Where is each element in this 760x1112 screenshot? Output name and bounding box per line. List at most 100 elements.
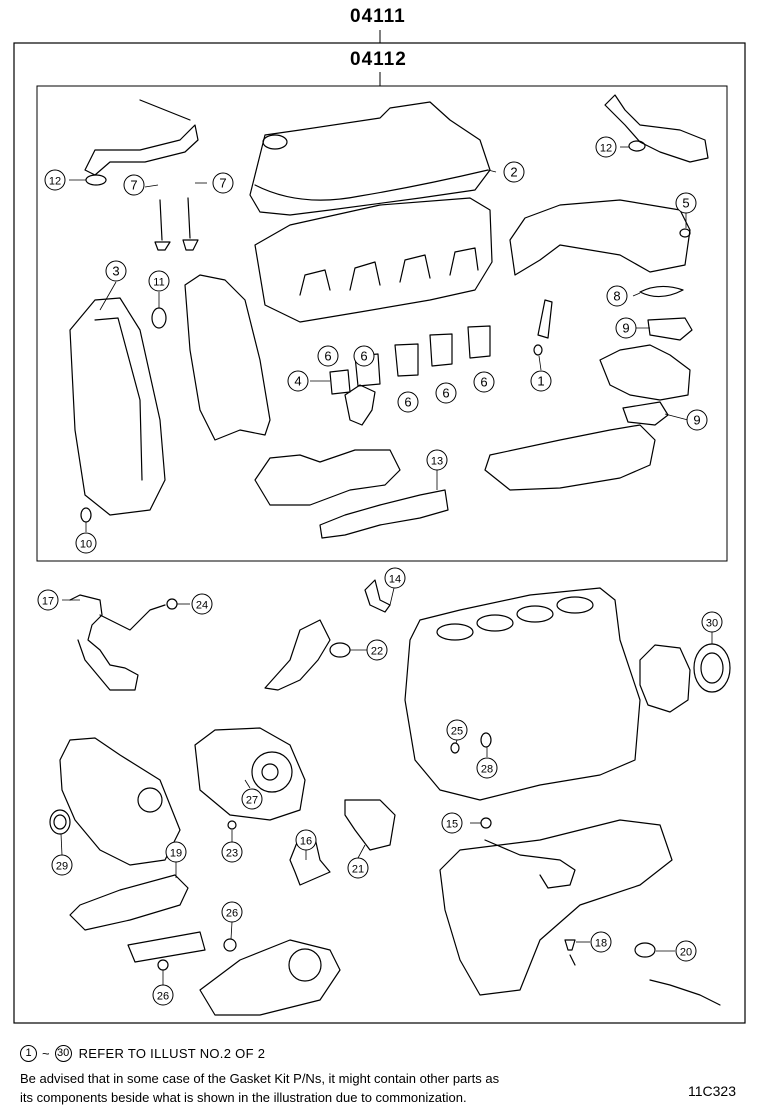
callout-circle [426,449,448,471]
callout-circle [221,841,243,863]
callout-circle [105,260,127,282]
callout-circle [37,589,59,611]
cylinder-bore-1 [436,623,474,641]
callout-circle [165,841,187,863]
leader-29 [60,833,63,856]
callout-label: 10 [80,539,92,551]
injector-part [537,299,553,339]
bracket-14-part [364,579,391,613]
callout-label: 1 [537,374,544,389]
seal-1-part [533,344,543,356]
turbo-oil-hose [99,604,166,631]
cylinder-block-part [404,587,641,801]
callout-circle [615,317,637,339]
callout-circle [595,136,617,158]
oil-cooler-body [127,931,206,963]
cylinder-bore-3 [516,605,554,623]
callout-label: 5 [682,196,689,211]
reference-note: 1 ~ 30 REFER TO ILLUST NO.2 OF 2 [20,1045,265,1062]
callout-label: 20 [680,947,692,959]
cover-gasket-outline [254,169,489,201]
callout-circle [347,857,369,879]
callout-label: 6 [442,386,449,401]
seal-5-part [679,228,691,238]
valve-part-right [182,197,199,251]
gasket-6d-part [467,325,491,359]
callout-label: 6 [360,349,367,364]
callout-label: 28 [481,764,493,776]
outer-kit-frame [13,42,746,1024]
callout-label: 29 [56,861,68,873]
callout-label: 17 [42,596,54,608]
oring-23-part [227,820,237,830]
inner-kit-frame [36,85,728,562]
illustration-code: 11C323 [688,1083,737,1099]
gasket-6c-part [429,333,453,367]
callout-label: 21 [352,864,364,876]
rear-oil-seal-inner [700,652,724,684]
callout-circle [397,391,419,413]
callout-label: 6 [480,375,487,390]
leader-21 [357,844,366,859]
callout-label: 2 [510,165,517,180]
callout-label: 16 [300,836,312,848]
gasket-20-part [634,942,656,958]
leader-26a [230,921,233,940]
callout-circle [148,270,170,292]
callout-circle [366,639,388,661]
oil-pump-gear [251,751,293,793]
callout-circle [51,854,73,876]
gasket-8-part [639,285,684,298]
ref-text: REFER TO ILLUST NO.2 OF 2 [78,1046,266,1061]
callout-circle [476,757,498,779]
intake-pipe-part [509,199,691,276]
timing-belt-cover-part [69,297,166,516]
callout-label: 25 [451,726,463,738]
washer-10-part [80,507,92,523]
oring-28-part [480,732,492,748]
oil-pipe-tip [139,99,191,121]
ref-tilde: ~ [42,1046,50,1061]
ref-end-circle: 30 [54,1045,72,1062]
water-pump-part [599,344,691,401]
callout-label: 14 [389,574,401,586]
callout-circle [317,345,339,367]
exhaust-gasket-part [319,489,449,539]
callout-label: 7 [130,178,137,193]
leader-2 [487,169,497,173]
callout-circle [221,901,243,923]
callout-circle [606,285,628,307]
gasket-6b-part [394,343,419,377]
intake-manifold-part [484,424,656,491]
ref-start-circle: 1 [20,1045,37,1062]
callout-circle [435,382,457,404]
leader-25 [455,739,458,744]
oring-25-part [450,742,460,754]
gasket-22-part [329,642,351,658]
cylinder-bore-4 [556,596,594,614]
gasket-12-right-part [628,140,646,152]
oil-pipe-part [84,124,199,176]
callout-label: 15 [446,819,458,831]
callout-circle [295,829,317,851]
kit-code-inner: 04112 [350,49,407,70]
cylinder-head-cover-part [249,101,491,216]
callout-circle [152,984,174,1006]
callout-label: 6 [324,349,331,364]
gasket-9-upper-part [647,317,693,341]
timing-cover-inner [94,317,143,481]
callout-label: 8 [613,289,620,304]
front-housing-boss [288,948,322,982]
oil-strainer-pipe [649,979,721,1006]
callout-label: 4 [294,374,301,389]
gasket-21-part [344,799,396,851]
timing-plate-part [184,274,271,441]
oil-strainer-part [484,839,576,889]
callout-circle [123,174,145,196]
callout-circle [686,409,708,431]
callout-circle [446,719,468,741]
oil-cooler-part [69,874,189,931]
callout-circle [590,931,612,953]
